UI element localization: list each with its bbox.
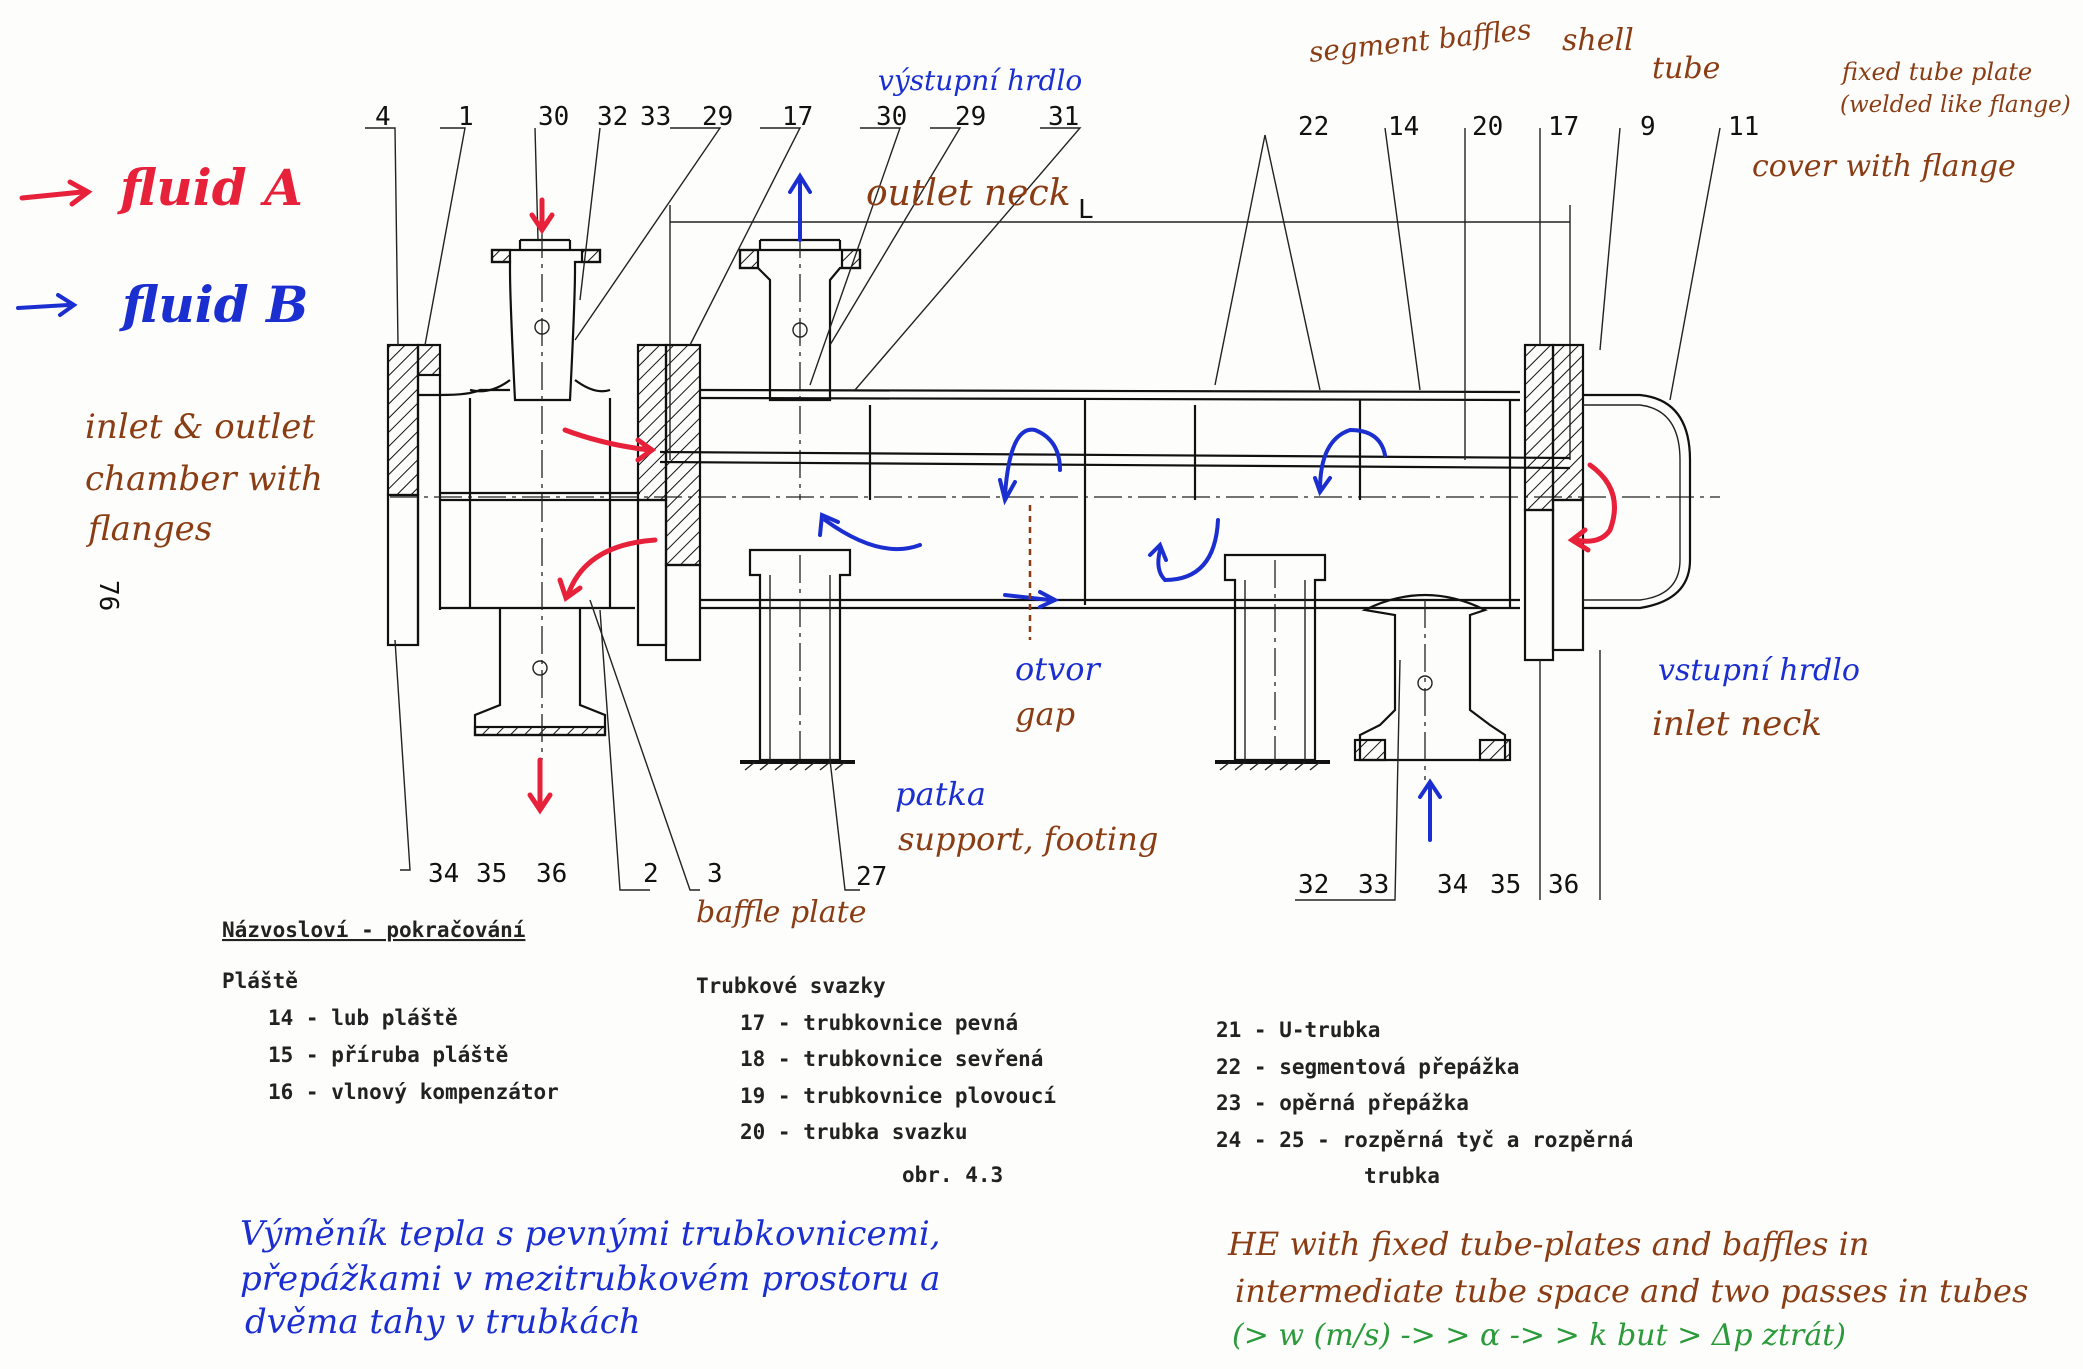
legend-item: 16 - vlnový kompenzátor — [268, 1080, 559, 1104]
gap-note-en: gap — [1015, 695, 1075, 733]
legend-item-cont: trubka — [1364, 1164, 1440, 1188]
part-number: 2 — [643, 859, 659, 889]
part-number: 17 — [1548, 112, 1579, 142]
part-number: 34 — [1437, 870, 1468, 900]
fluid-b-label: fluid B — [119, 275, 308, 334]
part-number: 30 — [538, 102, 569, 132]
fixed-tube-plate-note: fixed tube plate — [1840, 58, 2032, 86]
figure-number: obr. 4.3 — [902, 1163, 1003, 1187]
fluid-a-label: fluid A — [117, 158, 303, 217]
part-number: 31 — [1048, 102, 1079, 132]
tube-note: tube — [1652, 51, 1720, 86]
part-number: 29 — [702, 102, 733, 132]
part-number: 3 — [707, 859, 723, 889]
baffle-plate-note: baffle plate — [696, 895, 866, 930]
page-number: 76 — [93, 580, 123, 611]
part-number: 33 — [640, 102, 671, 132]
legend-item: 22 - segmentová přepážka — [1216, 1055, 1519, 1079]
left-chamber — [386, 230, 702, 760]
right-head — [1508, 343, 1692, 662]
legend: Názvosloví - pokračování Pláště 14 - lub… — [222, 918, 1633, 1188]
supports — [740, 548, 1512, 780]
part-number: 4 — [375, 102, 391, 132]
legend-item: 17 - trubkovnice pevná — [740, 1011, 1018, 1035]
footing-note-cz: patka — [895, 775, 986, 813]
caption-english: HE with fixed tube-plates and baffles in… — [1227, 1225, 2028, 1353]
part-number: 29 — [955, 102, 986, 132]
part-numbers-top-left: 4 1 30 32 33 29 17 30 29 31 — [375, 102, 1079, 132]
caption-en-line: HE with fixed tube-plates and baffles in — [1227, 1225, 1869, 1263]
outlet-neck-en: outlet neck — [866, 173, 1071, 214]
footing-note-en: support, footing — [898, 820, 1158, 858]
caption-cz-line: dvěma tahy v trubkách — [245, 1302, 641, 1342]
part-number: 32 — [1298, 870, 1329, 900]
chamber-note-3: flanges — [85, 509, 212, 549]
legend-item: 23 - opěrná přepážka — [1216, 1091, 1469, 1115]
chamber-note-2: chamber with — [85, 459, 323, 499]
flow-arrows — [16, 172, 1617, 842]
part-number: 20 — [1472, 112, 1503, 142]
part-number: 36 — [1548, 870, 1579, 900]
caption-czech: Výměník tepla s pevnými trubkovnicemi, p… — [240, 1214, 941, 1342]
segment-baffles-note: segment baffles — [1307, 13, 1533, 69]
legend-item: 19 - trubkovnice plovoucí — [740, 1084, 1056, 1108]
cover-with-flange-note: cover with flange — [1752, 149, 2016, 184]
legend-item: 18 - trubkovnice sevřená — [740, 1047, 1043, 1071]
part-number: 35 — [1490, 870, 1521, 900]
legend-title: Názvosloví - pokračování — [222, 918, 525, 942]
inlet-neck-cz: vstupní hrdlo — [1658, 653, 1860, 688]
fixed-tube-plate-note-2: (welded like flange) — [1840, 92, 2071, 118]
legend-item: 14 - lub pláště — [268, 1006, 458, 1030]
part-number: 9 — [1640, 112, 1656, 142]
chamber-note-1: inlet & outlet — [85, 407, 315, 447]
shell — [390, 205, 1720, 610]
part-numbers-top-right: 22 14 20 17 9 11 — [1298, 112, 1759, 142]
part-number: 14 — [1388, 112, 1419, 142]
gap-note-cz: otvor — [1015, 650, 1101, 688]
part-numbers-bottom-left: 34 35 36 2 3 27 — [428, 859, 887, 892]
outlet-neck-cz: výstupní hrdlo — [878, 64, 1082, 97]
part-number: 11 — [1728, 112, 1759, 142]
caption-cz-line: přepážkami v mezitrubkovém prostoru a — [240, 1259, 940, 1299]
inlet-neck-en: inlet neck — [1652, 704, 1822, 744]
part-numbers-bottom-right: 32 33 34 35 36 — [1298, 870, 1579, 900]
legend-bundles-heading: Trubkové svazky — [696, 974, 886, 998]
part-number: 1 — [458, 102, 474, 132]
part-number: 17 — [782, 102, 813, 132]
part-number: 34 — [428, 859, 459, 889]
part-number: 30 — [876, 102, 907, 132]
part-number: 27 — [856, 862, 887, 892]
caption-cz-line: Výměník tepla s pevnými trubkovnicemi, — [240, 1214, 941, 1254]
legend-item: 24 - 25 - rozpěrná tyč a rozpěrná — [1216, 1128, 1633, 1152]
part-number: 36 — [536, 859, 567, 889]
caption-green-note: (> w (m/s) -> > α -> > k but > Δp ztrát) — [1232, 1318, 1846, 1353]
legend-shells-heading: Pláště — [222, 969, 298, 993]
outlet-nozzle — [738, 230, 862, 500]
dimension-label: L — [1078, 195, 1094, 225]
part-number: 32 — [597, 102, 628, 132]
leader-lines — [365, 127, 1721, 901]
legend-item: 15 - příruba pláště — [268, 1043, 508, 1067]
legend-item: 21 - U-trubka — [1216, 1018, 1380, 1042]
part-number: 35 — [476, 859, 507, 889]
caption-en-line: intermediate tube space and two passes i… — [1235, 1272, 2028, 1310]
shell-note: shell — [1562, 23, 1634, 58]
legend-item: 20 - trubka svazku — [740, 1120, 968, 1144]
part-number: 33 — [1358, 870, 1389, 900]
part-number: 22 — [1298, 112, 1329, 142]
